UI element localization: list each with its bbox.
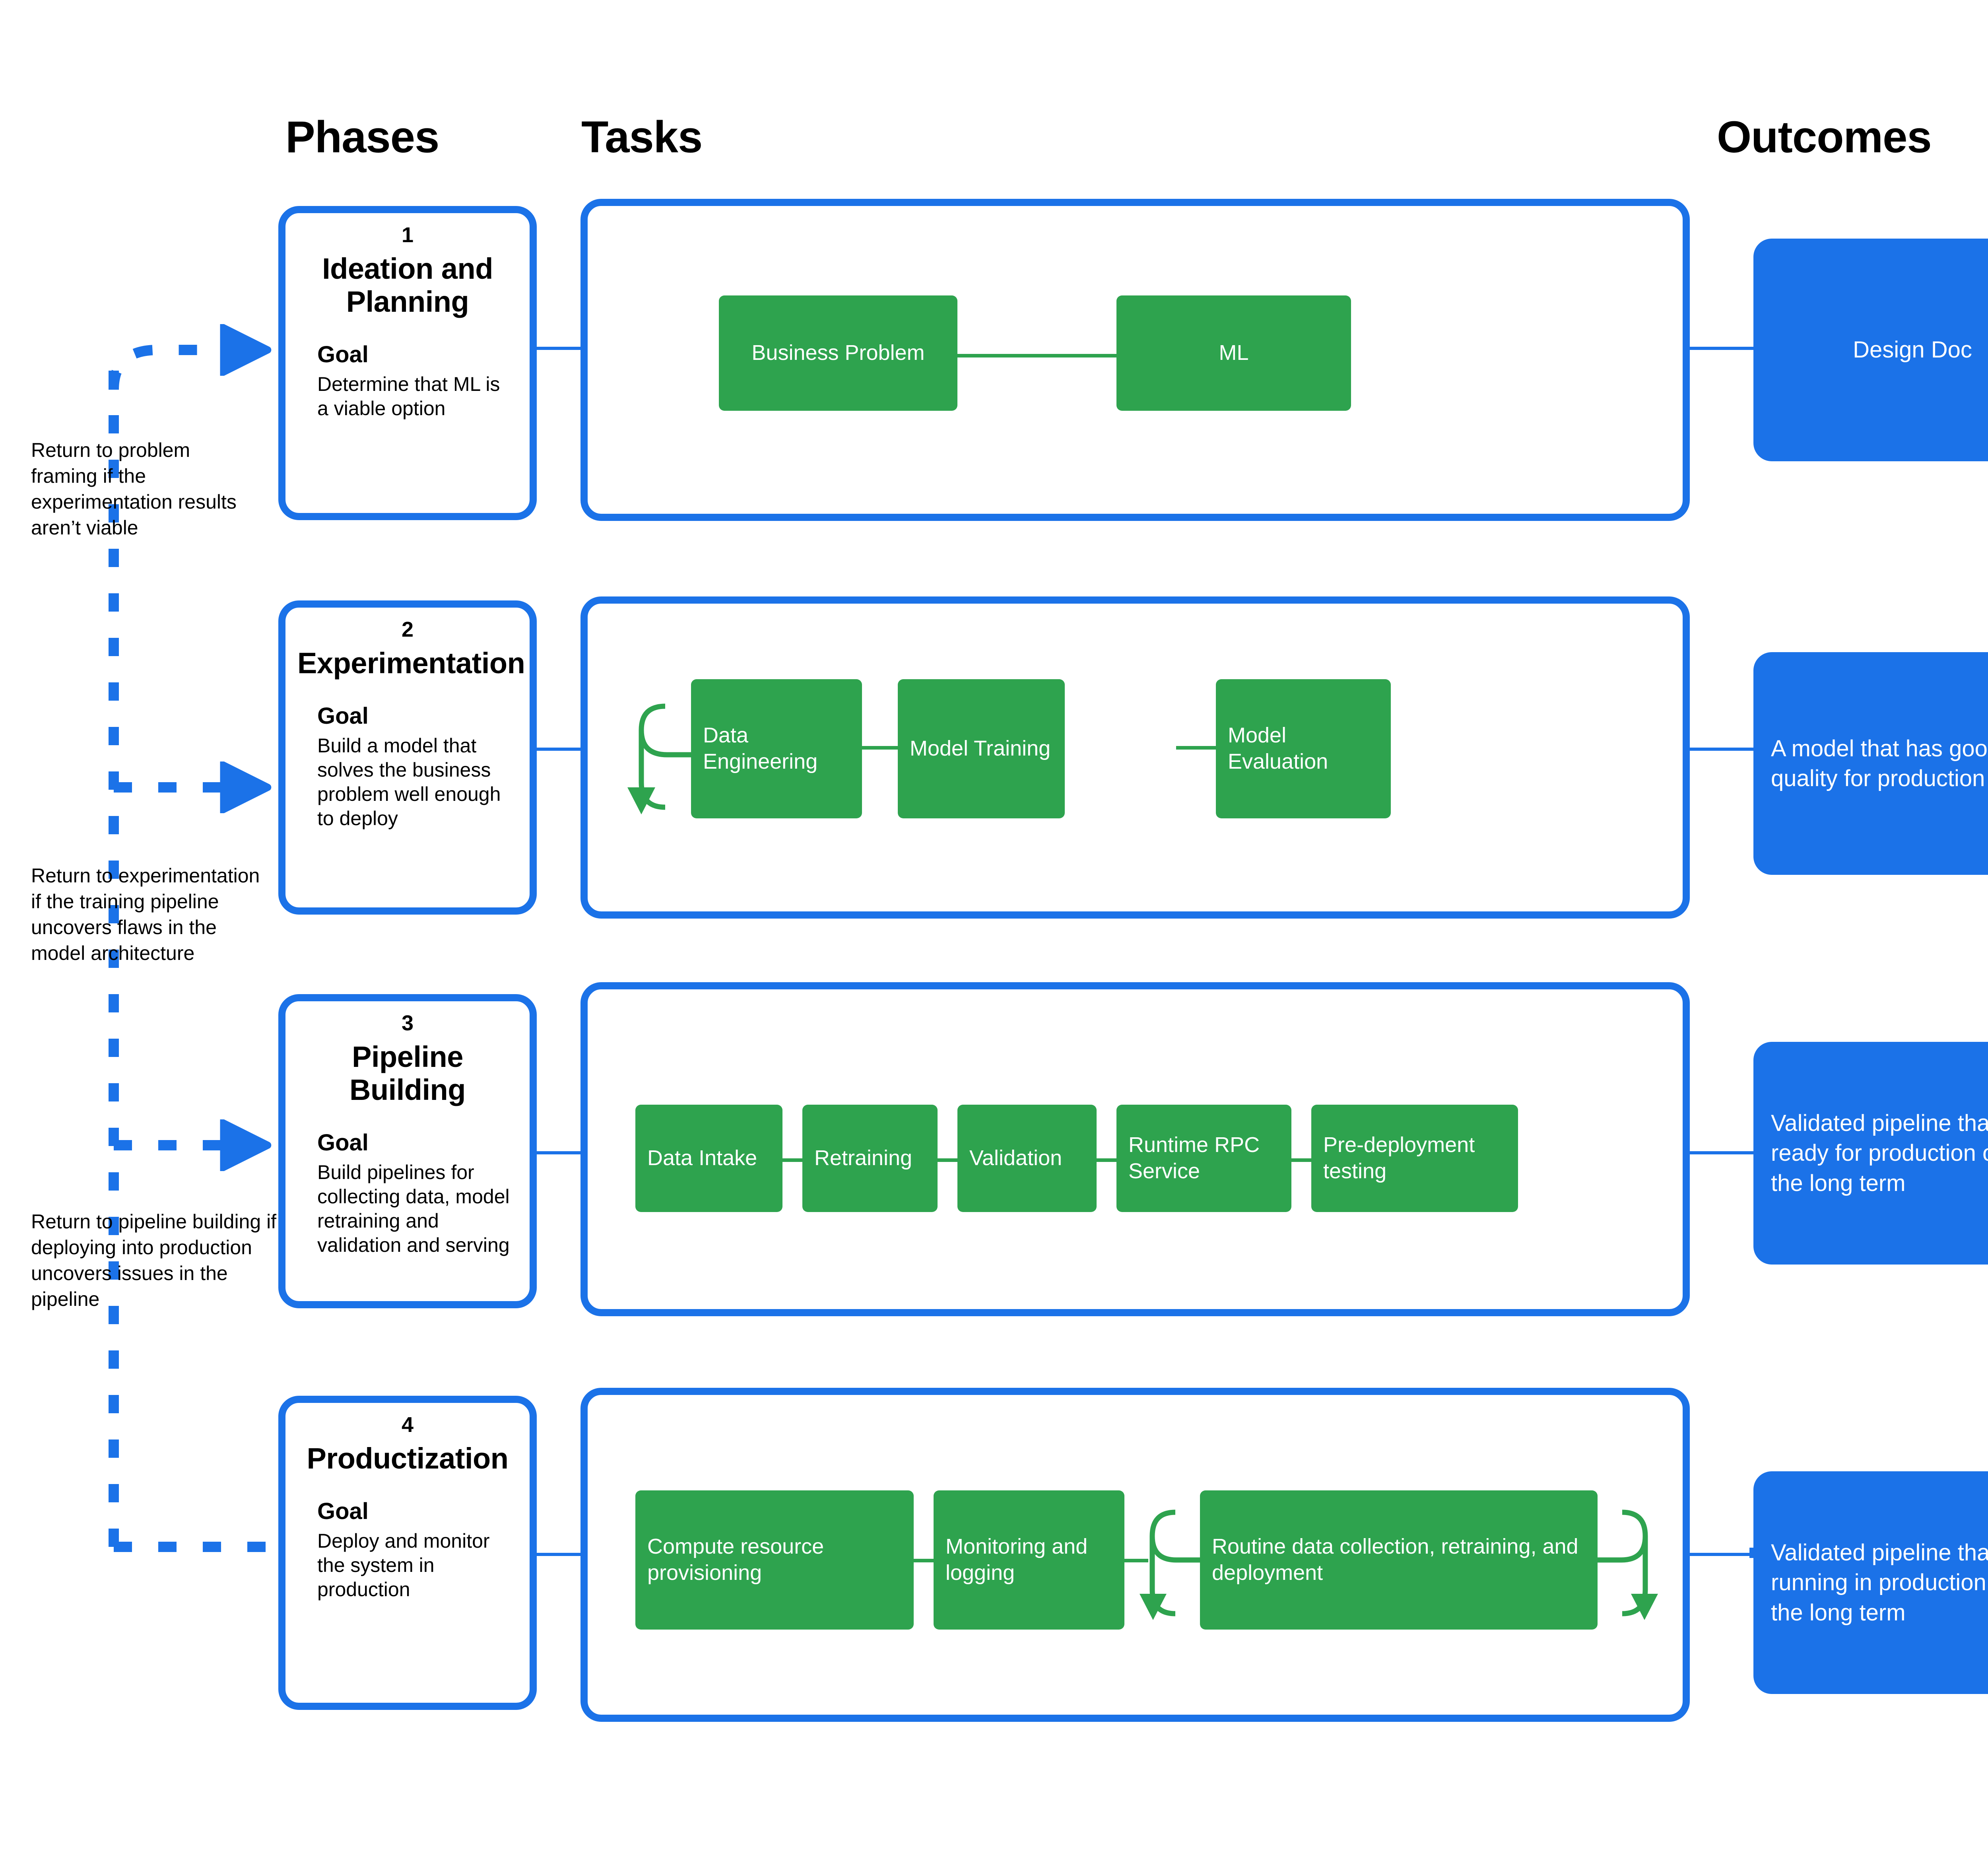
connector-phase2-to-tasks2	[533, 748, 584, 751]
task-box-data-intake[interactable]: Data Intake	[635, 1105, 782, 1212]
task-box-routine-data-collection[interactable]: Routine data collection, retraining, and…	[1200, 1490, 1598, 1630]
task-box-retraining[interactable]: Retraining	[802, 1105, 938, 1212]
note-return-to-experimentation-left: Return to experimentation if the trainin…	[31, 864, 260, 964]
phase-card-2[interactable]: 2 Experimentation Goal Build a model tha…	[278, 600, 537, 915]
connector-tasks1-to-outcome1	[1686, 347, 1757, 350]
productization-loop-icon	[1140, 1509, 1658, 1620]
tasks-container-1: Business Problem ML	[580, 199, 1690, 521]
column-header-phases: Phases	[285, 112, 439, 162]
task-link-4b	[1124, 1559, 1148, 1562]
task-box-data-engineering[interactable]: Data Engineering	[691, 679, 862, 818]
connector-tasks2-to-outcome2	[1686, 748, 1757, 751]
connector-tasks3-to-outcome3	[1686, 1151, 1757, 1154]
goal-label-1: Goal	[317, 342, 369, 368]
task-box-runtime-rpc-service[interactable]: Runtime RPC Service	[1116, 1105, 1291, 1212]
connector-tasks4-to-outcome4	[1686, 1553, 1757, 1556]
task-box-pre-deployment-testing[interactable]: Pre-deployment testing	[1311, 1105, 1518, 1212]
task-box-business-problem[interactable]: Business Problem	[719, 295, 957, 411]
tasks-container-4: Compute resource provisioning Monitoring…	[580, 1388, 1690, 1722]
task-box-model-evaluation[interactable]: Model Evaluation	[1216, 679, 1391, 818]
feedback-arrow-to-phase-1	[109, 350, 235, 390]
goal-text-1: Determine that ML is a viable option	[317, 373, 500, 420]
note-return-to-problem-framing: Return to problem framing if the experim…	[31, 439, 237, 539]
phase-title-3: Pipeline Building	[349, 1040, 466, 1107]
task-link-3b	[938, 1158, 957, 1162]
task-link-2b	[1176, 746, 1220, 750]
phase-goal-1: Goal Determine that ML is a viable optio…	[297, 342, 518, 421]
goal-text-4: Deploy and monitor the system in product…	[317, 1529, 490, 1601]
task-link-3c	[1097, 1158, 1116, 1162]
task-link-3d	[1291, 1158, 1311, 1162]
outcome-box-4[interactable]: Validated pipeline that’s running in pro…	[1753, 1471, 1988, 1694]
task-box-validation[interactable]: Validation	[957, 1105, 1097, 1212]
task-box-model-training[interactable]: Model Training	[898, 679, 1065, 818]
goal-text-2: Build a model that solves the business p…	[317, 734, 501, 829]
phase-number-1: 1	[401, 223, 414, 247]
phase-number-4: 4	[401, 1413, 414, 1437]
phase-goal-3: Goal Build pipelines for collecting data…	[297, 1130, 518, 1257]
column-header-tasks: Tasks	[581, 112, 703, 162]
outcome-box-3[interactable]: Validated pipeline that’s ready for prod…	[1753, 1042, 1988, 1265]
phase-title-4: Productization	[307, 1442, 509, 1475]
phase-number-3: 3	[401, 1011, 414, 1035]
goal-text-3: Build pipelines for collecting data, mod…	[317, 1161, 510, 1256]
task-box-monitoring-and-logging[interactable]: Monitoring and logging	[934, 1490, 1124, 1630]
phase-number-2: 2	[401, 618, 414, 641]
tasks-container-2: Data Engineering Model Training Model Ev…	[580, 596, 1690, 919]
outcome-box-2[interactable]: A model that has good quality for produc…	[1753, 652, 1988, 875]
phase-title-2: Experimentation	[297, 647, 525, 680]
phase-card-3[interactable]: 3 Pipeline Building Goal Build pipelines…	[278, 994, 537, 1308]
task-box-ml[interactable]: ML	[1116, 295, 1351, 411]
task-link-3a	[782, 1158, 802, 1162]
goal-label-2: Goal	[317, 703, 369, 729]
phase-goal-2: Goal Build a model that solves the busin…	[297, 703, 518, 831]
outcome-box-1[interactable]: Design Doc	[1753, 239, 1988, 461]
tasks-container-3: Data Intake Retraining Validation Runtim…	[580, 982, 1690, 1316]
task-box-compute-resource-provisioning[interactable]: Compute resource provisioning	[635, 1490, 914, 1630]
phase-card-1[interactable]: 1 Ideation and Planning Goal Determine t…	[278, 206, 537, 520]
phase-title-1: Ideation and Planning	[322, 252, 493, 319]
task-link-1a	[957, 354, 1116, 357]
phase-goal-4: Goal Deploy and monitor the system in pr…	[297, 1498, 518, 1602]
goal-label-4: Goal	[317, 1498, 369, 1525]
phase-card-4[interactable]: 4 Productization Goal Deploy and monitor…	[278, 1396, 537, 1710]
connector-phase1-to-tasks1	[533, 347, 584, 350]
connector-phase4-to-tasks4	[533, 1553, 584, 1556]
task-link-2a	[858, 746, 902, 750]
goal-label-3: Goal	[317, 1130, 369, 1156]
connector-phase3-to-tasks3	[533, 1151, 584, 1154]
column-header-outcomes: Outcomes	[1717, 112, 1932, 162]
note-return-to-pipeline-building: Return to pipeline building if deploying…	[31, 1210, 277, 1310]
task-link-4a	[914, 1559, 934, 1562]
